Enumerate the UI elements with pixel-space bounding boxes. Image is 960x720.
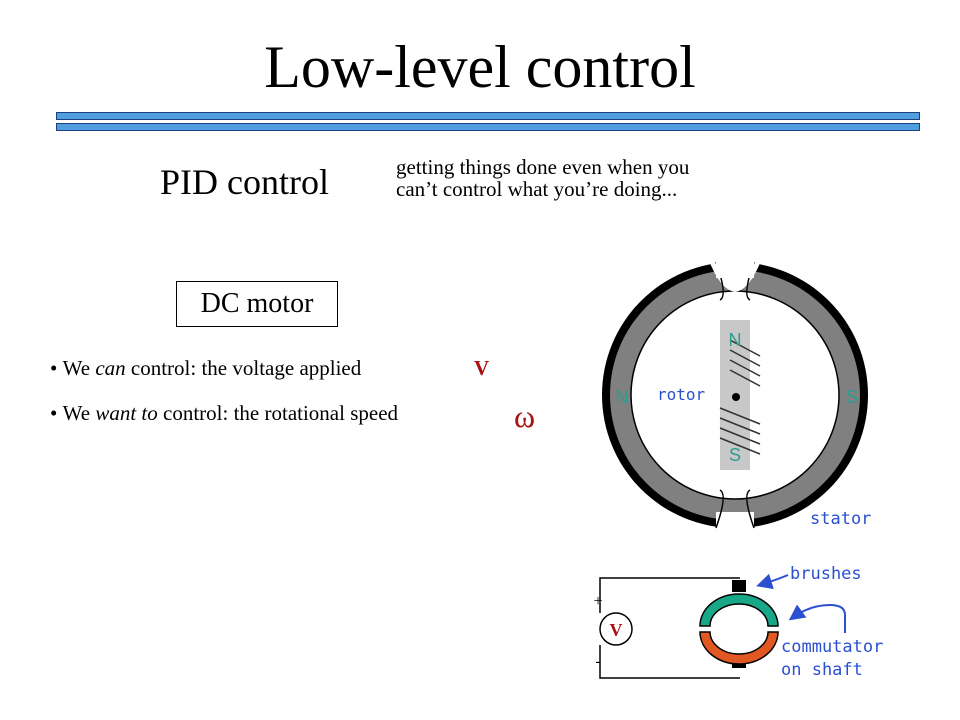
voltage-source-label: V <box>610 620 623 640</box>
brush-top-icon <box>732 580 746 592</box>
slide-title: Low-level control <box>264 34 696 100</box>
minus-terminal: - <box>595 653 600 670</box>
bullet-2-suffix: control: the rotational speed <box>157 401 399 425</box>
brushes-label: brushes <box>790 564 862 584</box>
rotor-label: rotor <box>657 385 706 404</box>
circuit-wire-bottom <box>599 645 740 679</box>
rotor-shaft-dot <box>732 393 740 401</box>
bullet-2-prefix: We <box>62 401 96 425</box>
dc-motor-label-box: DC motor <box>176 281 338 327</box>
bullet-control-output: • We want to control: the rotational spe… <box>50 401 399 425</box>
title-divider-bottom <box>56 123 920 131</box>
commutator-arrow-icon <box>788 603 846 633</box>
stator-label: stator <box>810 509 871 529</box>
stator-north-pole: N <box>616 387 629 407</box>
gap-bottom-edge-right <box>746 489 755 529</box>
commutator-label-line-1: commutator <box>781 637 883 657</box>
voltage-source-icon <box>599 612 633 646</box>
bullet-2-emphasis: want to <box>95 401 158 425</box>
voltage-symbol: V <box>474 356 490 380</box>
commutator-top-segment <box>699 593 779 627</box>
motor-circuit: V + - brushes commutator on shaft <box>593 564 883 680</box>
bullet-control-input: • We can control: the voltage applied <box>50 356 362 380</box>
rotor-windings-top <box>729 339 761 387</box>
rotor-south-pole: S <box>729 445 741 465</box>
section-heading: PID control <box>160 162 329 202</box>
tagline: getting things done even when you can’t … <box>396 156 816 200</box>
gap-bottom-fill <box>716 512 754 532</box>
brushes-arrow-icon <box>756 573 789 590</box>
stator-south-pole: S <box>846 387 858 407</box>
plus-terminal: + <box>593 593 602 610</box>
rotor-north-pole: N <box>729 330 742 350</box>
bullet-1-suffix: control: the voltage applied <box>125 356 362 380</box>
circuit-wire-top <box>599 577 740 613</box>
bullet-1-emphasis: can <box>95 356 126 380</box>
commutator-label-line-2: on shaft <box>781 660 863 680</box>
bullet-1-prefix: We <box>62 356 96 380</box>
omega-symbol: ω <box>514 398 536 434</box>
title-divider-top <box>56 112 920 120</box>
gap-bottom-edge-left <box>715 489 724 529</box>
commutator-bottom-segment <box>699 631 779 665</box>
tagline-line-1: getting things done even when you <box>396 155 690 179</box>
rotor-windings-bottom <box>719 407 761 455</box>
tagline-line-2: can’t control what you’re doing... <box>396 177 678 201</box>
gap-top-fill <box>716 258 754 278</box>
